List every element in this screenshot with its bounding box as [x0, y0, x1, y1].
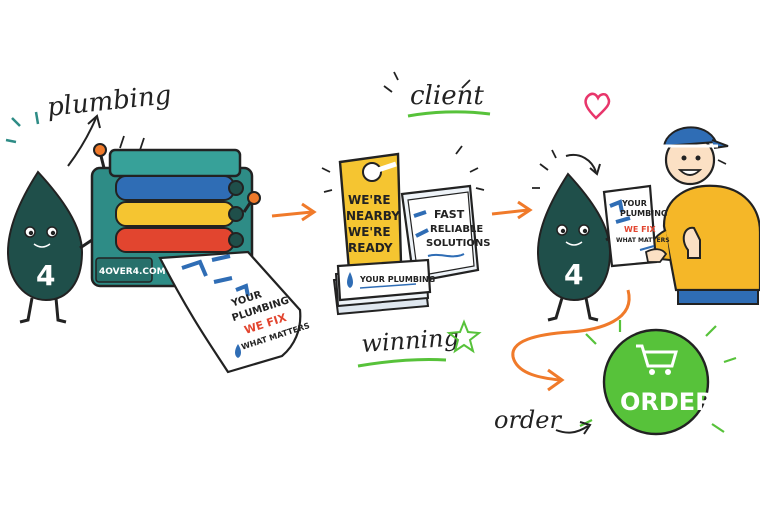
mascot-left-body	[6, 170, 84, 302]
mascot-right-number: 4	[564, 258, 583, 291]
hanger-line3: WE'RE	[348, 225, 391, 239]
mascot-left-number: 4	[36, 259, 55, 292]
order-label-group: order	[494, 406, 592, 435]
flyer-line1: YOUR	[621, 199, 647, 208]
printer-brand: 4OVER4.COM	[99, 267, 166, 277]
plumbing-arrowhead	[87, 114, 101, 129]
brochure: FAST RELIABLE SOLUTIONS	[400, 184, 490, 284]
business-card-stack: YOUR PLUMBING	[332, 258, 435, 316]
client-label-group: client	[383, 71, 491, 118]
client-label: client	[410, 81, 484, 111]
brochure-line1: FAST	[434, 208, 465, 221]
mascot-right: 4	[532, 149, 621, 322]
hanger-line4: READY	[348, 241, 393, 255]
winning-label-group: winning	[357, 319, 482, 368]
flyer-line4: WHAT MATTERS	[616, 237, 670, 244]
printed-poster: YOUR PLUMBING WE FIX WHAT MATTERS	[158, 250, 311, 374]
flyer-line2: PLUMBING	[620, 209, 667, 218]
winning-label: winning	[360, 323, 459, 358]
plumbing-arrow	[67, 117, 97, 167]
flyer-line3: WE FIX	[624, 225, 657, 234]
print-products: FAST RELIABLE SOLUTIONS WE'RE NEARBY WE'…	[321, 145, 490, 316]
card-text: YOUR PLUMBING	[359, 275, 435, 284]
order-label: order	[494, 406, 562, 434]
order-button-label[interactable]: ORDER	[620, 388, 714, 416]
hanger-line2: NEARBY	[346, 209, 400, 223]
brochure-line2: RELIABLE	[430, 224, 483, 235]
order-button[interactable]: ORDER	[579, 320, 737, 436]
mascot-left: 4	[5, 111, 106, 324]
client-flyer: YOUR PLUMBING WE FIX WHAT MATTERS	[602, 184, 670, 268]
star-icon	[446, 319, 482, 354]
flow-arrow-3	[511, 289, 631, 392]
customer-torso	[662, 184, 760, 292]
cart-icon	[636, 344, 678, 375]
plumbing-label: plumbing	[46, 80, 173, 123]
flow-arrow-1	[271, 202, 317, 222]
small-curve-arrow	[565, 154, 601, 176]
heart-icon	[584, 92, 611, 120]
brochure-line3: SOLUTIONS	[426, 238, 490, 249]
hanger-line1: WE'RE	[348, 193, 391, 207]
flow-arrow-2	[491, 200, 533, 220]
